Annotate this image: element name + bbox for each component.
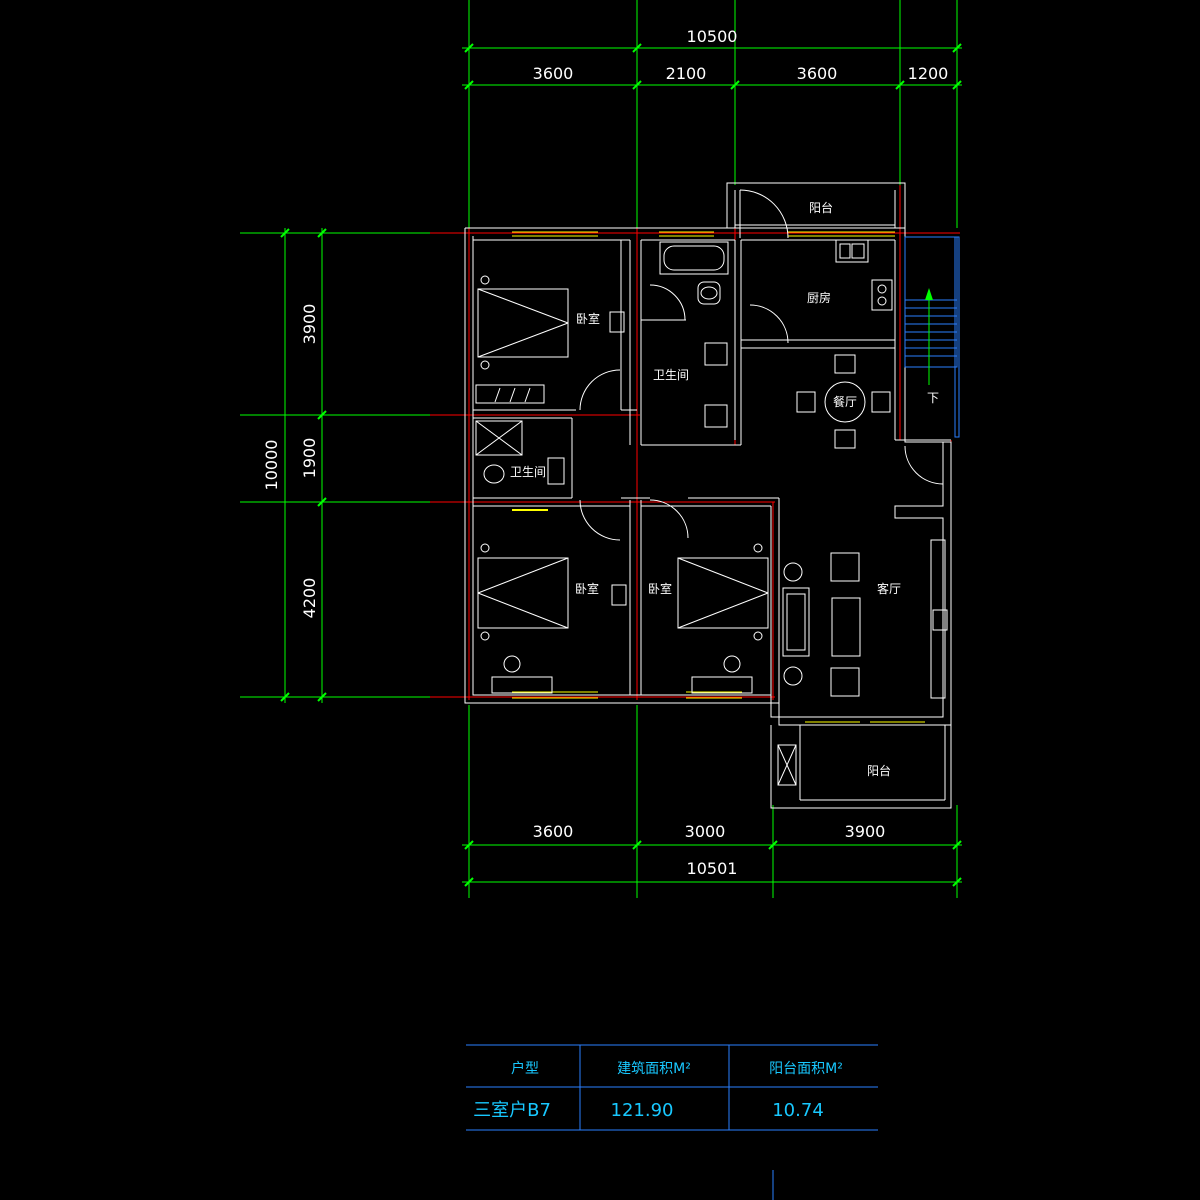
- dim-bottom-seg-1: 3600: [533, 822, 574, 841]
- windows-and-doors: [512, 189, 944, 723]
- dim-top-total: 10500: [687, 27, 738, 46]
- label-kitchen: 厨房: [807, 290, 831, 305]
- label-stair-down: 下: [927, 391, 939, 405]
- furniture: [475, 239, 948, 697]
- label-bedroom-3: 卧室: [648, 581, 672, 596]
- table-header-building-area: 建筑面积M²: [617, 1061, 691, 1077]
- table-cell-type: 三室户B7: [473, 1100, 551, 1121]
- label-balcony-top: 阳台: [809, 200, 833, 215]
- walls: [464, 182, 952, 809]
- label-bedroom-1: 卧室: [576, 311, 600, 326]
- label-bathroom-main: 卫生间: [653, 368, 689, 382]
- label-balcony-bottom: 阳台: [867, 763, 891, 778]
- area-table: 户型 建筑面积M² 阳台面积M² 三室户B7 121.90 10.74: [466, 1044, 878, 1200]
- dim-bottom-total: 10501: [687, 859, 738, 878]
- dim-top-seg-3: 3600: [797, 64, 838, 83]
- label-bedroom-2: 卧室: [575, 581, 599, 596]
- dim-top-seg-2: 2100: [666, 64, 707, 83]
- dimension-labels: 10500 3600 2100 3600 1200 3600 3000 3900…: [262, 27, 948, 878]
- dim-bottom-seg-2: 3000: [685, 822, 726, 841]
- dim-top-seg-4: 1200: [908, 64, 949, 83]
- dim-top-seg-1: 3600: [533, 64, 574, 83]
- room-labels: 阳台 厨房 卧室 卫生间 餐厅 下 卫生间 卧室 卧室 客厅 阳台: [510, 200, 939, 778]
- table-header-type: 户型: [511, 1060, 539, 1077]
- dim-left-seg-3: 4200: [300, 578, 319, 619]
- label-bathroom-small: 卫生间: [510, 465, 546, 479]
- stair: [904, 236, 960, 438]
- dim-left-seg-1: 3900: [300, 304, 319, 345]
- dim-left-total: 10000: [262, 440, 281, 491]
- dim-bottom-seg-3: 3900: [845, 822, 886, 841]
- label-living: 客厅: [877, 581, 901, 596]
- label-dining: 餐厅: [833, 394, 857, 409]
- table-cell-building-area: 121.90: [611, 1100, 674, 1121]
- table-cell-balcony-area: 10.74: [772, 1100, 824, 1121]
- dimension-lines: [240, 0, 962, 898]
- dim-left-seg-2: 1900: [300, 438, 319, 479]
- table-header-balcony-area: 阳台面积M²: [769, 1061, 843, 1077]
